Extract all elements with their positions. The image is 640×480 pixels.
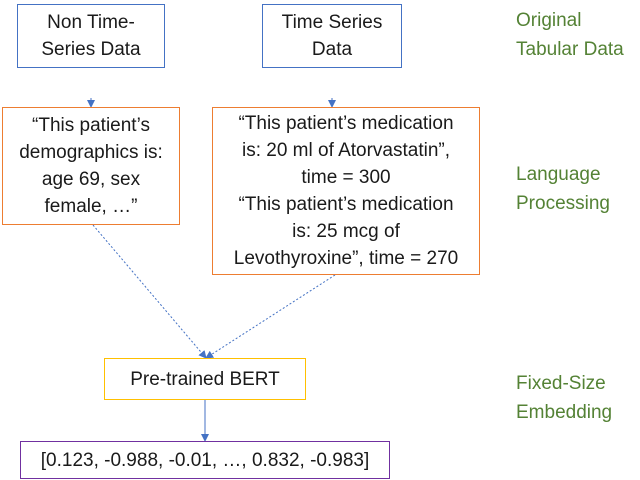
- time-series-data-box: Time Series Data: [262, 4, 402, 68]
- non-time-series-data-box: Non Time- Series Data: [17, 4, 165, 68]
- stage-label-language: Language Processing: [516, 160, 610, 218]
- box-line: is: 20 ml of Atorvastatin”,: [241, 140, 451, 161]
- stage-line: Fixed-Size: [516, 373, 606, 394]
- box-line: Series Data: [41, 39, 141, 60]
- box-line: female, …”: [44, 196, 138, 217]
- arrow-demographics-to-bert: [92, 224, 207, 359]
- arrow-medication-to-bert: [205, 274, 336, 359]
- stage-label-embedding: Fixed-Size Embedding: [516, 369, 612, 427]
- box-line: demographics is:: [19, 142, 163, 163]
- pretrained-bert-box: Pre-trained BERT: [104, 358, 306, 400]
- box-line: Levothyroxine”, time = 270: [233, 248, 459, 269]
- box-line: [0.123, -0.988, -0.01, …, 0.832, -0.983]: [40, 449, 370, 471]
- stage-line: Language: [516, 164, 601, 185]
- box-line: is: 25 mcg of: [292, 221, 400, 242]
- stage-line: Embedding: [516, 402, 613, 423]
- stage-line: Original: [516, 10, 582, 31]
- stage-line: Processing: [516, 193, 610, 214]
- embedding-vector-box: [0.123, -0.988, -0.01, …, 0.832, -0.983]: [20, 441, 390, 479]
- box-line: “This patient’s: [32, 115, 150, 136]
- box-line: “This patient’s medication: [238, 194, 454, 215]
- demographics-text-box: “This patient’s demographics is: age 69,…: [2, 107, 180, 225]
- box-line: Pre-trained BERT: [130, 368, 280, 390]
- stage-label-original: Original Tabular Data: [516, 6, 624, 64]
- box-line: age 69, sex: [41, 169, 141, 190]
- box-line: Time Series: [281, 12, 383, 33]
- medication-text-box: “This patient’s medication is: 20 ml of …: [212, 107, 480, 275]
- box-line: time = 300: [301, 167, 391, 188]
- stage-line: Tabular Data: [516, 39, 624, 60]
- box-line: Data: [311, 39, 353, 60]
- box-line: Non Time-: [47, 12, 135, 33]
- box-line: “This patient’s medication: [238, 113, 454, 134]
